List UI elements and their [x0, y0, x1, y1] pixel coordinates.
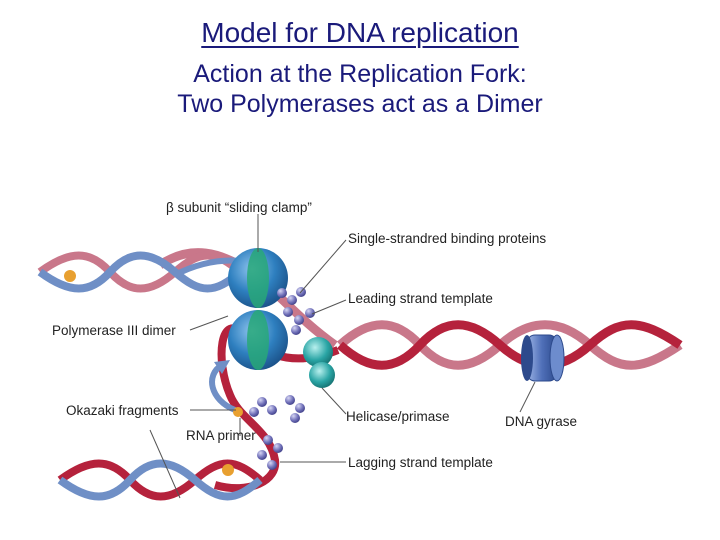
label-polymerase-iii-dimer: Polymerase III dimer: [52, 323, 176, 338]
upper-duplex-strand-b: [37, 251, 243, 293]
label-helicase-primase: Helicase/primase: [346, 409, 450, 424]
label-leading-template: Leading strand template: [348, 291, 493, 306]
label-dna-gyrase: DNA gyrase: [505, 414, 577, 429]
ssb-protein: [294, 315, 304, 325]
ssb-protein: [267, 460, 277, 470]
leader-lines: [149, 214, 536, 499]
lower-primer-dot: [222, 464, 234, 476]
upper-duplex-strand-a: [37, 251, 243, 293]
ssb-protein: [273, 443, 283, 453]
helicase-primase: [303, 337, 335, 388]
parental-dna-duplex: [336, 320, 683, 370]
sliding-clamp-lower: [247, 310, 269, 370]
label-sliding-clamp: β subunit “sliding clamp”: [166, 200, 312, 215]
lower-duplex-strand-b: [57, 459, 263, 501]
slide-subtitle-line-1: Action at the Replication Fork:: [193, 60, 527, 88]
upper-primer-dot: [64, 270, 76, 282]
label-lagging-template: Lagging strand template: [348, 455, 493, 470]
ssb-protein: [267, 405, 277, 415]
ssb-protein: [287, 295, 297, 305]
ssb-protein: [263, 435, 273, 445]
ssb-protein: [257, 397, 267, 407]
ssb-protein: [257, 450, 267, 460]
parental-strand-b: [336, 320, 683, 370]
okazaki-arrowhead: [214, 360, 230, 374]
sliding-clamp-upper: [247, 248, 269, 308]
ssb-protein: [249, 407, 259, 417]
ssb-protein: [305, 308, 315, 318]
ssb-proteins: [249, 287, 315, 470]
label-rna-primer: RNA primer: [186, 428, 256, 443]
rna-primer-dot: [233, 407, 243, 417]
slide-title: Model for DNA replication: [201, 17, 519, 48]
label-okazaki-fragments: Okazaki fragments: [66, 403, 179, 418]
lower-duplex-strand-a: [57, 459, 263, 501]
ssb-protein: [277, 288, 287, 298]
ssb-protein: [290, 413, 300, 423]
label-ssb: Single-strandred binding proteins: [348, 231, 546, 246]
slide-subtitle-line-2: Two Polymerases act as a Dimer: [177, 90, 543, 118]
polymerase-iii-dimer: [228, 248, 288, 370]
ssb-protein: [283, 307, 293, 317]
dna-gyrase: [521, 334, 565, 382]
okazaki-fragment-arc: [209, 362, 237, 413]
ssb-protein: [285, 395, 295, 405]
parental-strand-a: [336, 320, 683, 370]
ssb-protein: [291, 325, 301, 335]
ssb-protein: [295, 403, 305, 413]
